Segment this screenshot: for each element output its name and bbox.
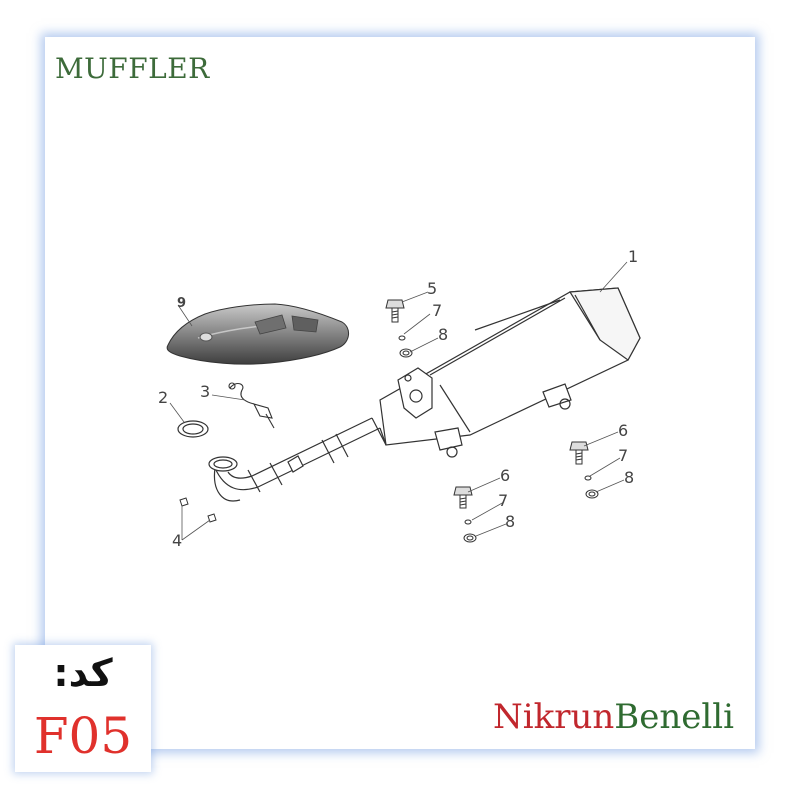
page-title: MUFFLER <box>55 52 210 85</box>
code-value: F05 <box>33 707 133 765</box>
gasket-part <box>177 420 209 438</box>
code-label: کد: <box>53 651 113 695</box>
callout-8-lower: 8 <box>505 512 515 531</box>
callout-5: 5 <box>427 279 437 298</box>
callout-2: 2 <box>158 388 168 407</box>
fastener-group-6-right <box>569 441 599 499</box>
callout-9: 9 <box>177 296 186 311</box>
callout-8-right: 8 <box>624 468 634 487</box>
fastener-group-6-lower <box>453 486 477 543</box>
callout-6-lower: 6 <box>500 466 510 485</box>
part-code-box: کد: F05 <box>15 645 151 772</box>
callout-4: 4 <box>172 531 182 550</box>
brand-part-benelli: Benelli <box>614 697 734 737</box>
oxygen-sensor-part <box>228 382 275 429</box>
callout-7-lower: 7 <box>498 491 508 510</box>
brand-part-nikrun: Nikrun <box>492 697 615 737</box>
callout-7-right: 7 <box>618 446 628 465</box>
callout-7-top: 7 <box>432 301 442 320</box>
callout-1: 1 <box>628 247 638 266</box>
fastener-group-5 <box>385 299 413 358</box>
callout-8-top: 8 <box>438 325 448 344</box>
muffler-body-part <box>379 287 641 458</box>
header-pipe-part <box>208 417 387 502</box>
callout-6-right: 6 <box>618 421 628 440</box>
heat-shield-part <box>166 303 349 365</box>
callout-3: 3 <box>200 382 210 401</box>
brand-mark: NikrunBenelli <box>493 700 734 734</box>
clip-part <box>179 497 217 523</box>
leader-lines <box>169 261 628 541</box>
